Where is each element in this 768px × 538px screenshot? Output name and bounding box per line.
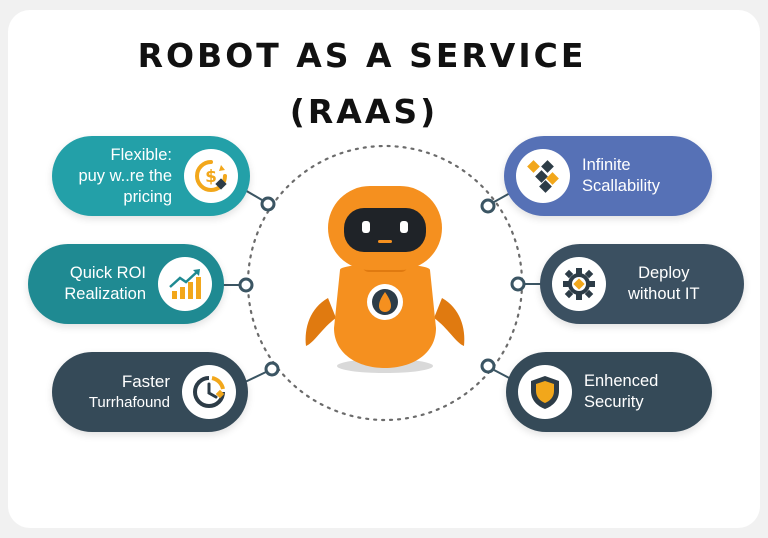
label-line: pricing — [123, 187, 172, 206]
robot-left-arm — [305, 298, 336, 346]
label-line: Quick ROI — [69, 264, 146, 282]
label-line: Enhenced — [584, 372, 659, 390]
benefit-faster-turnaround: Faster Turrhafound — [52, 352, 248, 432]
gear-icon — [552, 257, 606, 311]
robot-mouth — [378, 240, 392, 243]
label-line: Turrhafound — [88, 394, 170, 411]
robot-right-eye — [400, 221, 408, 233]
benefit-quick-roi: Quick ROI Realization — [28, 244, 224, 324]
benefit-infinite-scalability: Infinite Scallability — [504, 136, 712, 216]
label-line: puy w..re the — [78, 166, 172, 185]
benefit-label: Infinite Scallability — [582, 155, 660, 197]
benefit-deploy-without-it: Deploy without IT — [540, 244, 744, 324]
label-line: Realization — [64, 285, 146, 303]
benefit-label: Enhenced Security — [584, 371, 658, 413]
benefit-enhanced-security: Enhenced Security — [506, 352, 712, 432]
title-line-2: (RAAS) — [289, 92, 439, 131]
robot-right-arm — [434, 298, 465, 346]
label-line: without IT — [628, 285, 700, 303]
robot-mascot — [305, 186, 465, 373]
label-line: Scallability — [582, 177, 660, 195]
scaling-cubes-icon — [516, 149, 570, 203]
benefit-label: Quick ROI Realization — [64, 263, 146, 305]
label-line: Deploy — [638, 264, 690, 282]
benefit-label: Faster Turrhafound — [89, 371, 170, 413]
label-line: Flexible: — [110, 145, 172, 164]
growth-chart-icon — [158, 257, 212, 311]
left-connectors — [222, 185, 280, 383]
svg-text:$: $ — [205, 167, 217, 187]
benefit-label: Flexible: puy w..re the pricing — [78, 145, 172, 208]
title-line-1: ROBOT AS A SERVICE — [137, 36, 587, 75]
shield-icon — [518, 365, 572, 419]
robot-left-eye — [362, 221, 370, 233]
label-line: Security — [584, 393, 644, 411]
benefit-flexible-pricing: Flexible: puy w..re the pricing $ — [52, 136, 250, 216]
clock-icon — [182, 365, 236, 419]
dollar-cycle-icon: $ — [184, 149, 238, 203]
label-line: Faster — [121, 372, 170, 391]
label-line: Infinite — [582, 156, 631, 174]
robot-face-screen — [344, 208, 426, 252]
right-connectors — [480, 191, 543, 381]
benefit-label: Deploy without IT — [628, 263, 700, 305]
